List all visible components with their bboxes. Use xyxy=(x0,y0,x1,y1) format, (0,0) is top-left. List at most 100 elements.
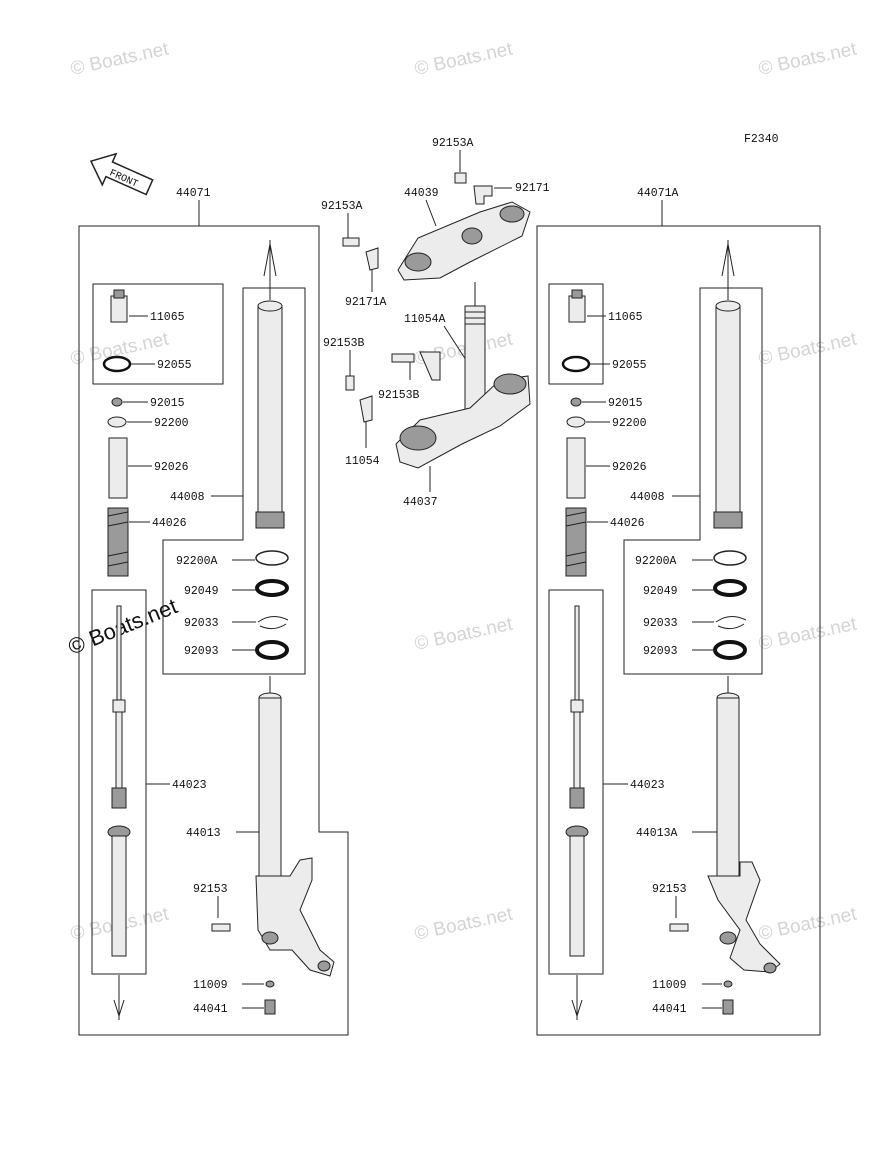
watermark: © Boats.net xyxy=(757,614,859,655)
label-92200A: 92200A xyxy=(176,555,218,568)
label-92171A: 92171A xyxy=(345,296,387,309)
watermark: © Boats.net xyxy=(757,39,859,80)
clip-icon xyxy=(257,616,289,630)
cylinder-icon xyxy=(569,835,585,957)
washer-icon xyxy=(723,980,733,988)
washer-icon xyxy=(107,416,127,428)
dust-seal-icon xyxy=(713,640,747,660)
label-11054: 11054 xyxy=(345,455,380,468)
axle-bracket-icon xyxy=(255,857,335,977)
drain-bolt-icon xyxy=(722,999,734,1015)
seal-icon xyxy=(713,579,747,597)
clamp-icon xyxy=(365,247,379,271)
label-44039: 44039 xyxy=(404,187,439,200)
watermark: © Boats.net xyxy=(757,329,859,370)
washer-icon xyxy=(255,550,289,566)
label-44037: 44037 xyxy=(403,496,438,509)
label-92153: 92153 xyxy=(652,883,687,896)
label-92153: 92153 xyxy=(193,883,228,896)
label-44071: 44071 xyxy=(176,187,211,200)
label-92026: 92026 xyxy=(612,461,647,474)
watermark: © Boats.net xyxy=(69,329,171,370)
label-92200A: 92200A xyxy=(635,555,677,568)
clamp-icon xyxy=(419,351,441,381)
label-11054A: 11054A xyxy=(404,313,446,326)
outer-tube-icon xyxy=(257,305,283,523)
label-92153A-top: 92153A xyxy=(432,137,474,150)
label-92171: 92171 xyxy=(515,182,550,195)
label-92153A-left: 92153A xyxy=(321,200,363,213)
label-44013A: 44013A xyxy=(636,827,678,840)
label-92033: 92033 xyxy=(184,617,219,630)
label-92153B-left: 92153B xyxy=(323,337,365,350)
bolt-icon xyxy=(391,353,415,363)
seal-icon xyxy=(255,579,289,597)
drain-bolt-icon xyxy=(264,999,276,1015)
washer-icon xyxy=(566,416,586,428)
watermark: © Boats.net xyxy=(413,39,515,80)
left-fork-assembly: 44071 11065 92055 92015 92200 92026 4402… xyxy=(78,187,349,1036)
label-92015: 92015 xyxy=(608,397,643,410)
axle-bracket-icon xyxy=(707,861,781,973)
right-fork-assembly: 44071A 11065 92055 92015 92200 92026 440… xyxy=(536,187,821,1036)
bolt-icon xyxy=(454,172,467,184)
spring-icon xyxy=(107,507,129,577)
spacer-icon xyxy=(566,437,586,499)
clamp-icon xyxy=(473,185,493,205)
front-arrow-icon: FRONT xyxy=(89,152,154,196)
label-92200: 92200 xyxy=(154,417,189,430)
label-11009: 11009 xyxy=(652,979,687,992)
nut-icon xyxy=(570,397,582,407)
inner-tube-icon xyxy=(258,697,282,879)
label-44041: 44041 xyxy=(193,1003,228,1016)
label-92055: 92055 xyxy=(612,359,647,372)
o-ring-icon xyxy=(102,355,132,373)
label-92093: 92093 xyxy=(643,645,678,658)
bolt-icon xyxy=(211,923,231,932)
outer-tube-icon xyxy=(715,305,741,523)
bolt-icon xyxy=(345,375,355,391)
damper-rod-icon xyxy=(116,605,122,707)
label-44023: 44023 xyxy=(630,779,665,792)
bolt-icon xyxy=(342,237,360,247)
label-92049: 92049 xyxy=(643,585,678,598)
label-44008: 44008 xyxy=(170,491,205,504)
label-92200: 92200 xyxy=(612,417,647,430)
dust-seal-icon xyxy=(255,640,289,660)
inner-tube-icon xyxy=(716,697,740,879)
nut-icon xyxy=(111,397,123,407)
label-92015: 92015 xyxy=(150,397,185,410)
watermark: © Boats.net xyxy=(413,904,515,945)
top-bracket-group: 92153A 92171 44039 92153A 92171A xyxy=(321,137,550,309)
spring-icon xyxy=(565,507,587,577)
clip-icon xyxy=(715,616,747,630)
washer-icon xyxy=(265,980,275,988)
o-ring-icon xyxy=(561,355,591,373)
label-92033: 92033 xyxy=(643,617,678,630)
label-44026: 44026 xyxy=(610,517,645,530)
cylinder-icon xyxy=(111,835,127,957)
bolt-icon xyxy=(669,923,689,932)
label-44041: 44041 xyxy=(652,1003,687,1016)
watermark: © Boats.net xyxy=(413,614,515,655)
watermark: © Boats.net xyxy=(757,904,859,945)
label-92153B-right: 92153B xyxy=(378,389,420,402)
spacer-icon xyxy=(108,437,128,499)
label-44008: 44008 xyxy=(630,491,665,504)
label-44013: 44013 xyxy=(186,827,221,840)
label-44026: 44026 xyxy=(152,517,187,530)
label-92049: 92049 xyxy=(184,585,219,598)
label-11065: 11065 xyxy=(150,311,185,324)
cap-bolt-icon xyxy=(568,295,586,323)
diagram-code: F2340 xyxy=(744,133,779,146)
damper-rod-icon xyxy=(574,605,580,707)
stem-group: 11054A xyxy=(404,282,486,425)
watermark: © Boats.net xyxy=(69,39,171,80)
cap-bolt-icon xyxy=(110,295,128,323)
label-92093: 92093 xyxy=(184,645,219,658)
label-44023: 44023 xyxy=(172,779,207,792)
washer-icon xyxy=(713,550,747,566)
label-92055: 92055 xyxy=(157,359,192,372)
